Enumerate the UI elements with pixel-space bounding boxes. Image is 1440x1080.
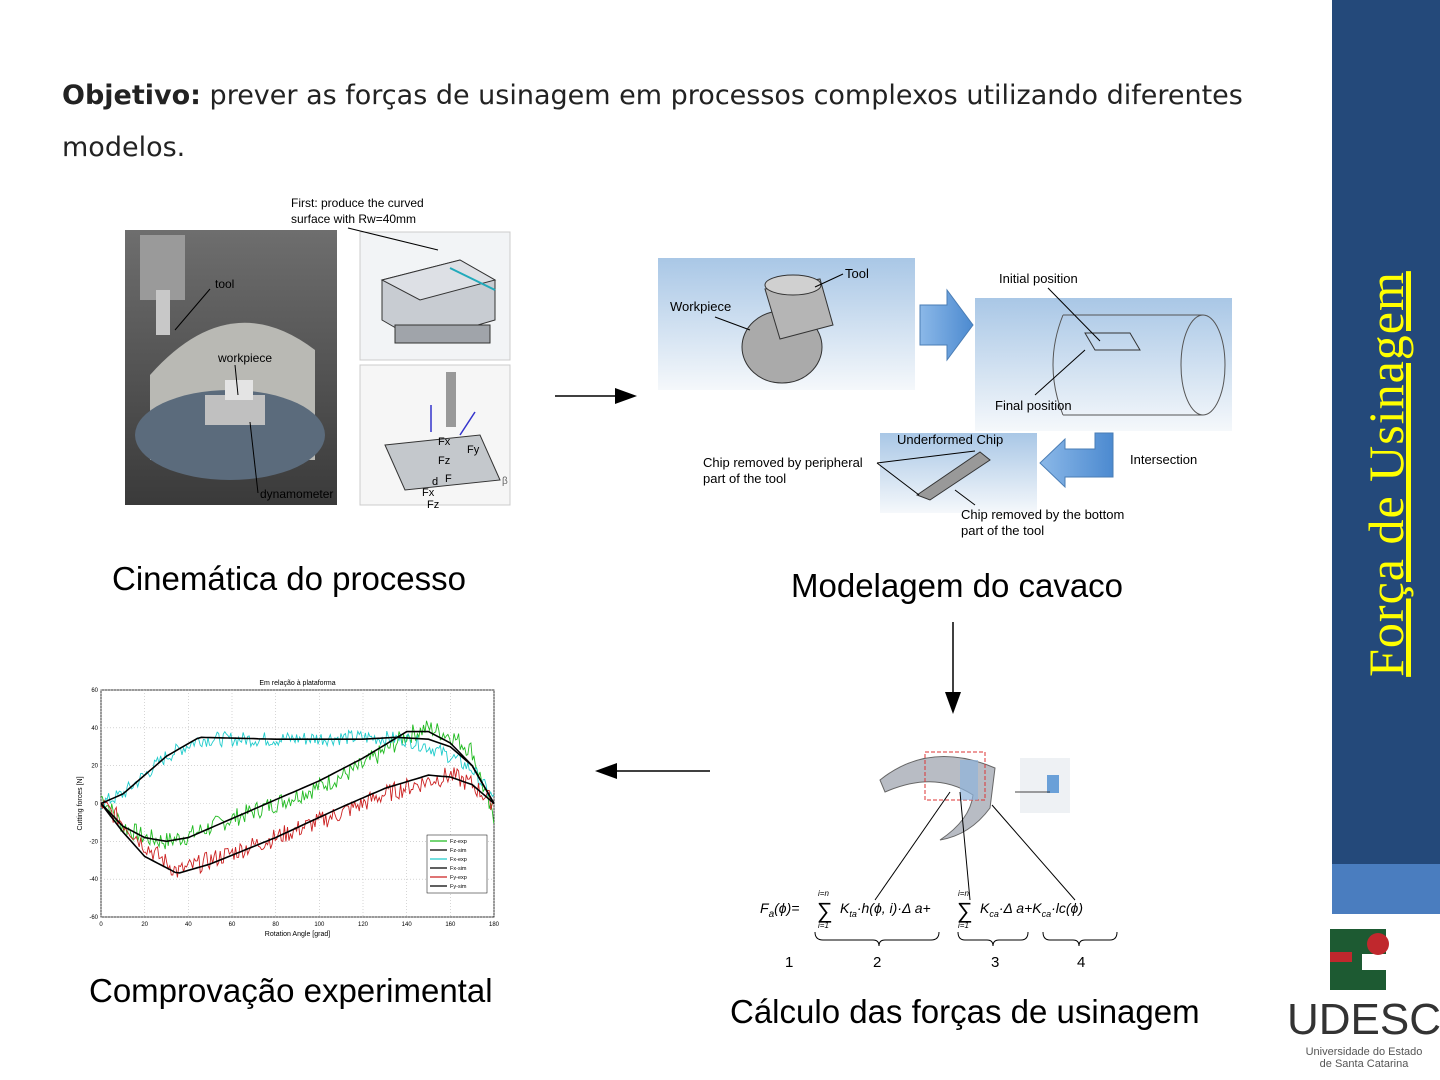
svg-text:i=1: i=1: [958, 921, 969, 930]
tool-label: tool: [215, 277, 234, 291]
logo-red-dot: [1367, 933, 1389, 955]
legend-label-Fy-sim: Fy-sim: [450, 884, 467, 890]
workpiece-text: Workpiece: [670, 299, 731, 314]
legend-label-Fz-exp: Fz-exp: [450, 839, 467, 845]
workpiece-label: workpiece: [217, 351, 272, 365]
force-label-beta: β: [502, 476, 508, 487]
cad-note-line1: First: produce the curved: [291, 196, 424, 210]
underformed-chip-text: Underformed Chip: [897, 432, 1003, 447]
y-tick-label: 60: [91, 688, 98, 694]
y-tick-label: -60: [89, 915, 98, 921]
objective-body: prever as forças de usinagem em processo…: [62, 80, 1243, 163]
arrow-down: [945, 622, 961, 714]
x-tick-label: 180: [489, 922, 500, 928]
term-number-1: 1: [785, 954, 793, 971]
x-tick-label: 160: [445, 922, 456, 928]
x-tick-label: 100: [314, 922, 325, 928]
x-tick-label: 140: [402, 922, 413, 928]
force-formula: Fa(ϕ)= ∑ i=n i=1 Kta·h(ϕ, i)·Δ a+ ∑ i=n …: [760, 889, 1083, 930]
x-tick-label: 40: [185, 922, 192, 928]
forces-chart: 0 20 40 60 80 100 120 140 160 180 60 40 20 0 -20 -40 -60…: [77, 680, 500, 938]
force-label-fz: Fz: [438, 455, 450, 467]
svg-text:i=n: i=n: [818, 889, 829, 898]
force-label-fz2: Fz: [427, 499, 439, 511]
objective-text: Objetivo: prever as forças de usinagem e…: [62, 70, 1322, 174]
arrow-right: [555, 388, 637, 404]
y-tick-label: 20: [91, 764, 98, 770]
sidebar-band: [1332, 0, 1440, 864]
formula-braces: [814, 931, 1118, 947]
chart-x-label: Rotation Angle [grad]: [265, 931, 330, 938]
tool-text: Tool: [845, 266, 869, 281]
caption-experimental: Comprovação experimental: [89, 972, 493, 1009]
svg-text:∑: ∑: [817, 898, 833, 923]
series-line-Fz-exp: [100, 720, 495, 850]
machine-figure: tool workpiece dynamometer Fx Fy Fz d F …: [120, 190, 520, 520]
legend-label-Fy-exp: Fy-exp: [450, 875, 467, 881]
caption-force-calculation: Cálculo das forças de usinagem: [730, 993, 1200, 1030]
intersection-text: Intersection: [1130, 452, 1197, 467]
cad-note-line2: surface with Rw=40mm: [291, 212, 416, 226]
chart-y-label: Cutting forces [N]: [77, 776, 84, 830]
peripheral-chip-line1: Chip removed by peripheral: [703, 455, 863, 470]
x-tick-label: 80: [272, 922, 279, 928]
y-tick-label: 0: [95, 802, 99, 808]
chart-title: Em relação à plataforma: [259, 680, 335, 687]
x-tick-label: 120: [358, 922, 369, 928]
objective-label: Objetivo:: [62, 80, 201, 111]
series-line-Fx-sim: [100, 736, 495, 805]
logo-subtitle-line1: Universidade do Estado: [1306, 1046, 1423, 1058]
svg-text:i=n: i=n: [958, 889, 969, 898]
blue-arrow-right: [919, 288, 974, 362]
slide-title: Força de Usinagem: [1358, 271, 1414, 677]
force-label-fy: Fy: [467, 444, 480, 456]
dynamometer-label: dynamometer: [260, 487, 333, 501]
term-number-3: 3: [991, 954, 999, 971]
series-line-Fy-sim: [100, 774, 495, 874]
svg-text:Kta·h(ϕ, i)·Δ a+: Kta·h(ϕ, i)·Δ a+: [840, 900, 931, 919]
legend-label-Fz-sim: Fz-sim: [450, 848, 467, 854]
legend-label-Fx-sim: Fx-sim: [450, 866, 467, 872]
y-tick-label: -40: [89, 877, 98, 883]
term-number-4: 4: [1077, 954, 1085, 971]
series-line-Fz-sim: [100, 730, 495, 843]
logo-subtitle-line2: de Santa Catarina: [1320, 1058, 1410, 1070]
legend-label-Fx-exp: Fx-exp: [450, 857, 467, 863]
caption-kinematics: Cinemática do processo: [112, 560, 467, 597]
chip-figure: Tool Workpiece Initial position Final po…: [655, 255, 1255, 545]
force-calculation-figure: Fa(ϕ)= ∑ i=n i=1 Kta·h(ϕ, i)·Δ a+ ∑ i=n …: [755, 740, 1135, 975]
peripheral-chip-line2: part of the tool: [703, 471, 786, 486]
force-label-f: F: [445, 473, 452, 485]
blue-arrow-left: [1039, 432, 1114, 489]
term-number-2: 2: [873, 954, 881, 971]
initial-position-text: Initial position: [999, 271, 1078, 286]
svg-text:Kca·Δ a+Kca·lc(ϕ): Kca·Δ a+Kca·lc(ϕ): [980, 900, 1083, 919]
force-label-d: d: [432, 476, 438, 488]
logo-wordmark: UDESC: [1290, 995, 1440, 1044]
y-tick-label: 40: [91, 726, 98, 732]
svg-text:∑: ∑: [957, 898, 973, 923]
force-label-fx: Fx: [438, 436, 451, 448]
final-position-text: Final position: [995, 398, 1072, 413]
cylinder-view: [975, 298, 1232, 431]
y-tick-label: -20: [89, 839, 98, 845]
svg-text:i=1: i=1: [818, 921, 829, 930]
udesc-logo: UDESC Universidade do Estado de Santa Ca…: [1287, 922, 1440, 1072]
x-tick-label: 60: [229, 922, 236, 928]
bottom-chip-line1: Chip removed by the bottom: [961, 507, 1124, 522]
x-tick-label: 0: [99, 922, 103, 928]
caption-chip-model: Modelagem do cavaco: [791, 567, 1124, 604]
series-line-Fy-exp: [100, 767, 495, 878]
force-label-fx2: Fx: [422, 487, 435, 499]
bottom-chip-line2: part of the tool: [961, 523, 1044, 538]
sidebar-footer-band: [1332, 864, 1440, 914]
chart-legend: [426, 834, 488, 894]
x-tick-label: 20: [141, 922, 148, 928]
svg-text:Fa(ϕ)=: Fa(ϕ)=: [760, 900, 799, 920]
arrow-left: [595, 763, 710, 779]
